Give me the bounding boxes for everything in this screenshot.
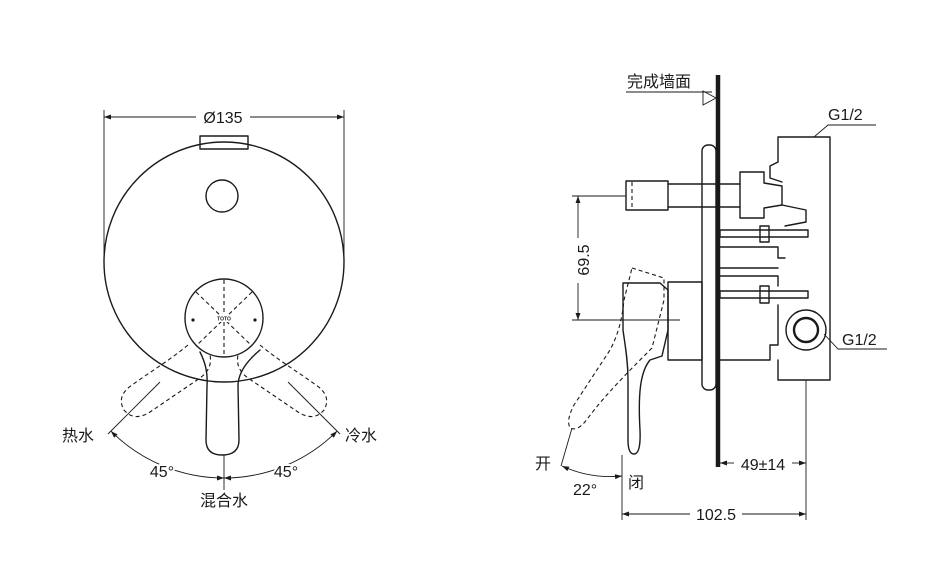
logo-background bbox=[212, 315, 236, 322]
cover-plate-side bbox=[701, 144, 717, 391]
close-label: 闭 bbox=[628, 474, 644, 492]
wall-depth-label: 49±14 bbox=[741, 457, 785, 474]
hot-water-label: 热水 bbox=[62, 427, 94, 445]
side-port-label: G1/2 bbox=[842, 332, 877, 349]
height-label: 69.5 bbox=[576, 244, 593, 275]
cover-plate bbox=[103, 141, 345, 383]
hot-angle-line bbox=[107, 381, 161, 435]
fixing-rod-lower-clip bbox=[759, 285, 770, 304]
hub-dot-right bbox=[253, 318, 257, 322]
fixing-rod-upper bbox=[719, 229, 809, 238]
handle-hub bbox=[184, 278, 264, 358]
open-angle-line bbox=[560, 427, 573, 467]
top-port-label: G1/2 bbox=[828, 107, 863, 124]
diverter-knob bbox=[205, 179, 239, 213]
fixing-rod-lower bbox=[719, 290, 809, 299]
top-port-leader bbox=[813, 124, 876, 138]
front-view: Ø135 TOTO 热水 冷水 45° 45° 混合水 bbox=[60, 108, 379, 512]
finished-wall-marker bbox=[702, 90, 717, 106]
left-angle-arc bbox=[110, 430, 225, 481]
handle-open-position bbox=[568, 267, 665, 430]
diverter-cartridge bbox=[739, 171, 783, 219]
open-angle-arc bbox=[561, 465, 623, 480]
height-label-group: 69.5 bbox=[574, 242, 595, 277]
handle-closed-position bbox=[622, 282, 669, 455]
cold-angle-line bbox=[287, 381, 341, 435]
diameter-label: Ø135 bbox=[203, 110, 242, 127]
mixed-water-label: 混合水 bbox=[200, 492, 248, 510]
valve-body-outline bbox=[777, 136, 831, 381]
lever-mixed-position bbox=[199, 349, 261, 456]
handle-hub-side bbox=[667, 281, 703, 361]
outlet-port-inner bbox=[792, 316, 820, 344]
lever-hot-position bbox=[120, 344, 212, 418]
diverter-housing bbox=[199, 135, 249, 150]
outlet-port-outer bbox=[785, 309, 827, 351]
valve-body-lower bbox=[719, 304, 779, 361]
finished-wall-label: 完成墙面 bbox=[627, 73, 691, 91]
valve-body-upper-step bbox=[769, 161, 783, 183]
valve-body-notch bbox=[781, 204, 807, 227]
side-port-leader bbox=[823, 333, 887, 350]
lever-cold-position bbox=[236, 344, 328, 418]
fixing-rod-upper-clip bbox=[759, 225, 770, 243]
handle-logo: TOTO bbox=[217, 317, 231, 323]
valve-body-middle-block bbox=[719, 246, 786, 287]
side-view: 完成墙面 G1/2 G1/2 bbox=[533, 71, 887, 526]
handle-angle-label: 22° bbox=[573, 482, 597, 499]
left-angle-label: 45° bbox=[150, 464, 174, 481]
cold-water-label: 冷水 bbox=[345, 427, 377, 445]
total-depth-label: 102.5 bbox=[696, 507, 736, 524]
right-angle-label: 45° bbox=[274, 464, 298, 481]
open-label: 开 bbox=[535, 456, 551, 473]
hub-dot-left bbox=[191, 318, 195, 322]
diverter-knob-side bbox=[625, 180, 669, 211]
right-angle-arc bbox=[223, 430, 338, 481]
